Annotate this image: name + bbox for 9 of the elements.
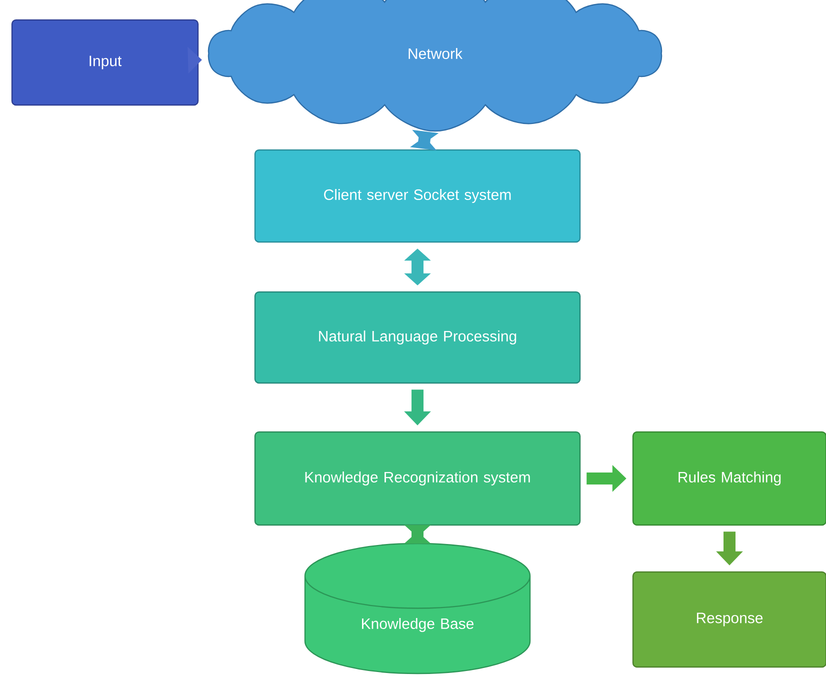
- process-box: Response: [632, 571, 826, 668]
- database-cylinder: Knowledge Base: [304, 542, 531, 674]
- process-box: Natural Language Processing: [254, 291, 581, 384]
- network-cloud: Network: [208, 0, 662, 132]
- process-box: Rules Matching: [632, 431, 826, 526]
- process-box: Knowledge Recognization system: [254, 431, 581, 526]
- arrow: [404, 524, 431, 544]
- process-box: Client server Socket system: [254, 149, 581, 243]
- process-box: Input: [11, 19, 199, 106]
